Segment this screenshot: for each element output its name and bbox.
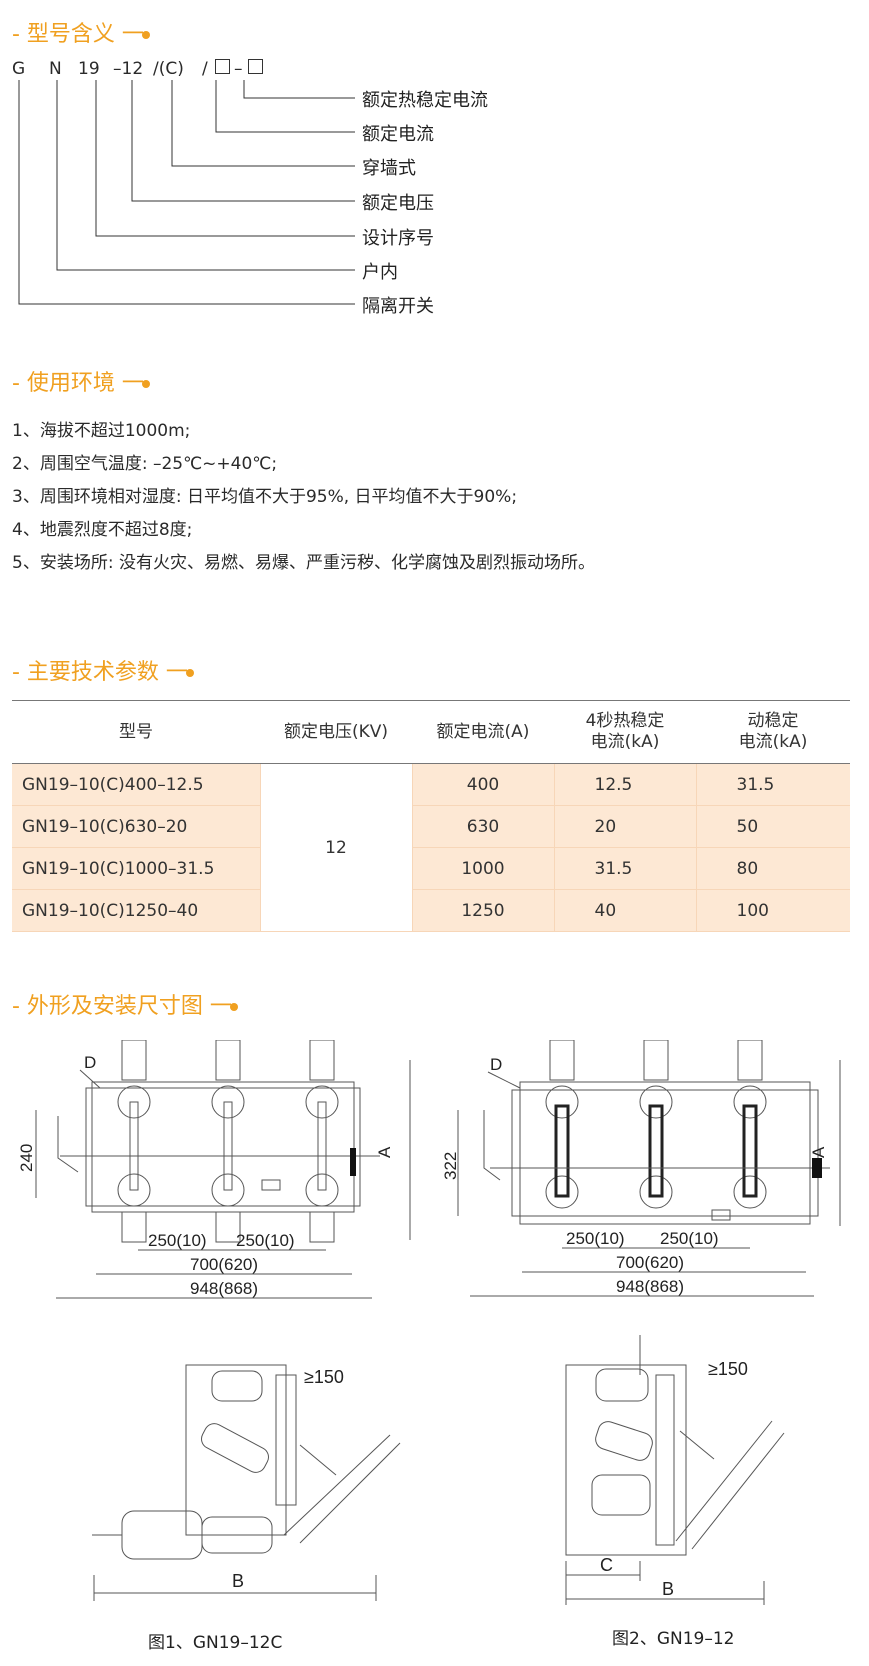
- cell-thermal: 40: [554, 889, 697, 932]
- caption-figure-1: 图1、GN19–12C: [148, 1633, 283, 1653]
- cell-dynamic: 50: [696, 805, 850, 848]
- dim-b-right: B: [662, 1579, 674, 1599]
- dim-a-right: A: [809, 1146, 828, 1158]
- dim-height-right: 322: [441, 1152, 460, 1180]
- table-row: GN19–10(C)1000–31.5 1000 31.5 80: [12, 847, 850, 890]
- section-title-environment: - 使用环境 一: [12, 365, 150, 397]
- code-n: N: [49, 59, 62, 79]
- code-series: 19: [78, 59, 100, 79]
- dim-a-left: A: [375, 1146, 394, 1158]
- left-pole-1: [117, 1040, 151, 1243]
- dim-pitch-right-1: 250(10): [566, 1229, 625, 1248]
- cell-thermal: 12.5: [554, 763, 697, 806]
- cell-model: GN19–10(C)1250–40: [12, 889, 261, 932]
- dim-d-left: D: [84, 1053, 96, 1072]
- table-row: GN19–10(C)1250–40 1250 40 100: [12, 889, 850, 932]
- clearance-left: ≥150: [304, 1367, 344, 1387]
- dim-outer-left: 948(868): [190, 1279, 258, 1298]
- legend-disconnect-switch: 隔离开关: [362, 296, 434, 317]
- header-model: 型号: [12, 700, 260, 764]
- header-voltage: 额定电压(KV): [260, 700, 412, 764]
- cell-current: 630: [412, 805, 555, 848]
- front-view-drawings: D 250(10) 250(10) 700(620) 948(868) A 24…: [17, 1040, 841, 1299]
- side-view-drawings: ≥150 B ≥150 C B: [92, 1335, 785, 1605]
- cell-current: 1250: [412, 889, 555, 932]
- table-row: GN19–10(C)400–12.5 12 400 12.5 31.5: [12, 763, 850, 932]
- legend-rated-thermal-current: 额定热稳定电流: [362, 90, 488, 111]
- legend-wall-type: 穿墙式: [362, 158, 416, 179]
- model-code-leader-lines: [18, 80, 355, 305]
- code-voltage: –12: [113, 59, 144, 79]
- caption-figure-2: 图2、GN19–12: [612, 1629, 735, 1649]
- code-dash: –: [234, 59, 243, 79]
- dim-outer-right: 948(868): [616, 1277, 684, 1296]
- right-pole-1: [545, 1040, 579, 1209]
- cell-current: 400: [412, 763, 555, 806]
- cell-thermal: 31.5: [554, 847, 697, 890]
- dim-b-left: B: [232, 1571, 244, 1591]
- cell-dynamic: 100: [696, 889, 850, 932]
- cell-dynamic: 31.5: [696, 763, 850, 806]
- legend-indoor: 户内: [362, 262, 398, 283]
- legend-rated-voltage: 额定电压: [362, 193, 434, 214]
- clearance-right: ≥150: [708, 1359, 748, 1379]
- cell-thermal: 20: [554, 805, 697, 848]
- header-dynamic: 动稳定 电流(kA): [696, 700, 850, 764]
- environment-item: 3、周围环境相对湿度: 日平均值不大于95%, 日平均值不大于90%;: [12, 487, 518, 507]
- dim-height-left: 240: [17, 1144, 36, 1172]
- dim-pitch-left-1: 250(10): [148, 1231, 207, 1250]
- left-pole-3: [305, 1040, 339, 1243]
- parameters-table: 型号 额定电压(KV) 额定电流(A) 4秒热稳定 电流(kA) 动稳定 电流(…: [12, 700, 850, 932]
- dim-inner-left: 700(620): [190, 1255, 258, 1274]
- header-current: 额定电流(A): [412, 700, 554, 764]
- code-slash: /: [202, 59, 208, 79]
- section-title-parameters: - 主要技术参数 一: [12, 654, 194, 686]
- legend-design-number: 设计序号: [362, 228, 434, 249]
- dim-inner-right: 700(620): [616, 1253, 684, 1272]
- dim-pitch-left-2: 250(10): [236, 1231, 295, 1250]
- cell-current: 1000: [412, 847, 555, 890]
- environment-item: 5、安装场所: 没有火灾、易燃、易爆、严重污秽、化学腐蚀及剧烈振动场所。: [12, 553, 595, 573]
- dim-d-right: D: [490, 1055, 502, 1074]
- environment-item: 1、海拔不超过1000m;: [12, 421, 191, 441]
- environment-item: 2、周围空气温度: –25℃~+40℃;: [12, 454, 278, 474]
- header-thermal: 4秒热稳定 电流(kA): [554, 700, 696, 764]
- cell-dynamic: 80: [696, 847, 850, 890]
- section-title-model-meaning: - 型号含义 一: [12, 16, 150, 48]
- section-title-dimensions: - 外形及安装尺寸图 一: [12, 988, 238, 1020]
- cell-model: GN19–10(C)400–12.5: [12, 763, 261, 806]
- cell-model: GN19–10(C)630–20: [12, 805, 261, 848]
- left-pole-2: [211, 1040, 245, 1243]
- cell-voltage: 12: [260, 763, 413, 932]
- right-pole-3: [733, 1040, 767, 1209]
- legend-rated-current: 额定电流: [362, 124, 434, 145]
- code-wall: /(C): [153, 59, 184, 79]
- code-g: G: [12, 59, 26, 79]
- environment-item: 4、地震烈度不超过8度;: [12, 520, 193, 540]
- cell-model: GN19–10(C)1000–31.5: [12, 847, 261, 890]
- right-pole-2: [639, 1040, 673, 1209]
- table-row: GN19–10(C)630–20 630 20 50: [12, 805, 850, 848]
- dim-pitch-right-2: 250(10): [660, 1229, 719, 1248]
- environment-list: 1、海拔不超过1000m; 2、周围空气温度: –25℃~+40℃; 3、周围环…: [12, 415, 595, 580]
- dim-c-right: C: [600, 1555, 613, 1575]
